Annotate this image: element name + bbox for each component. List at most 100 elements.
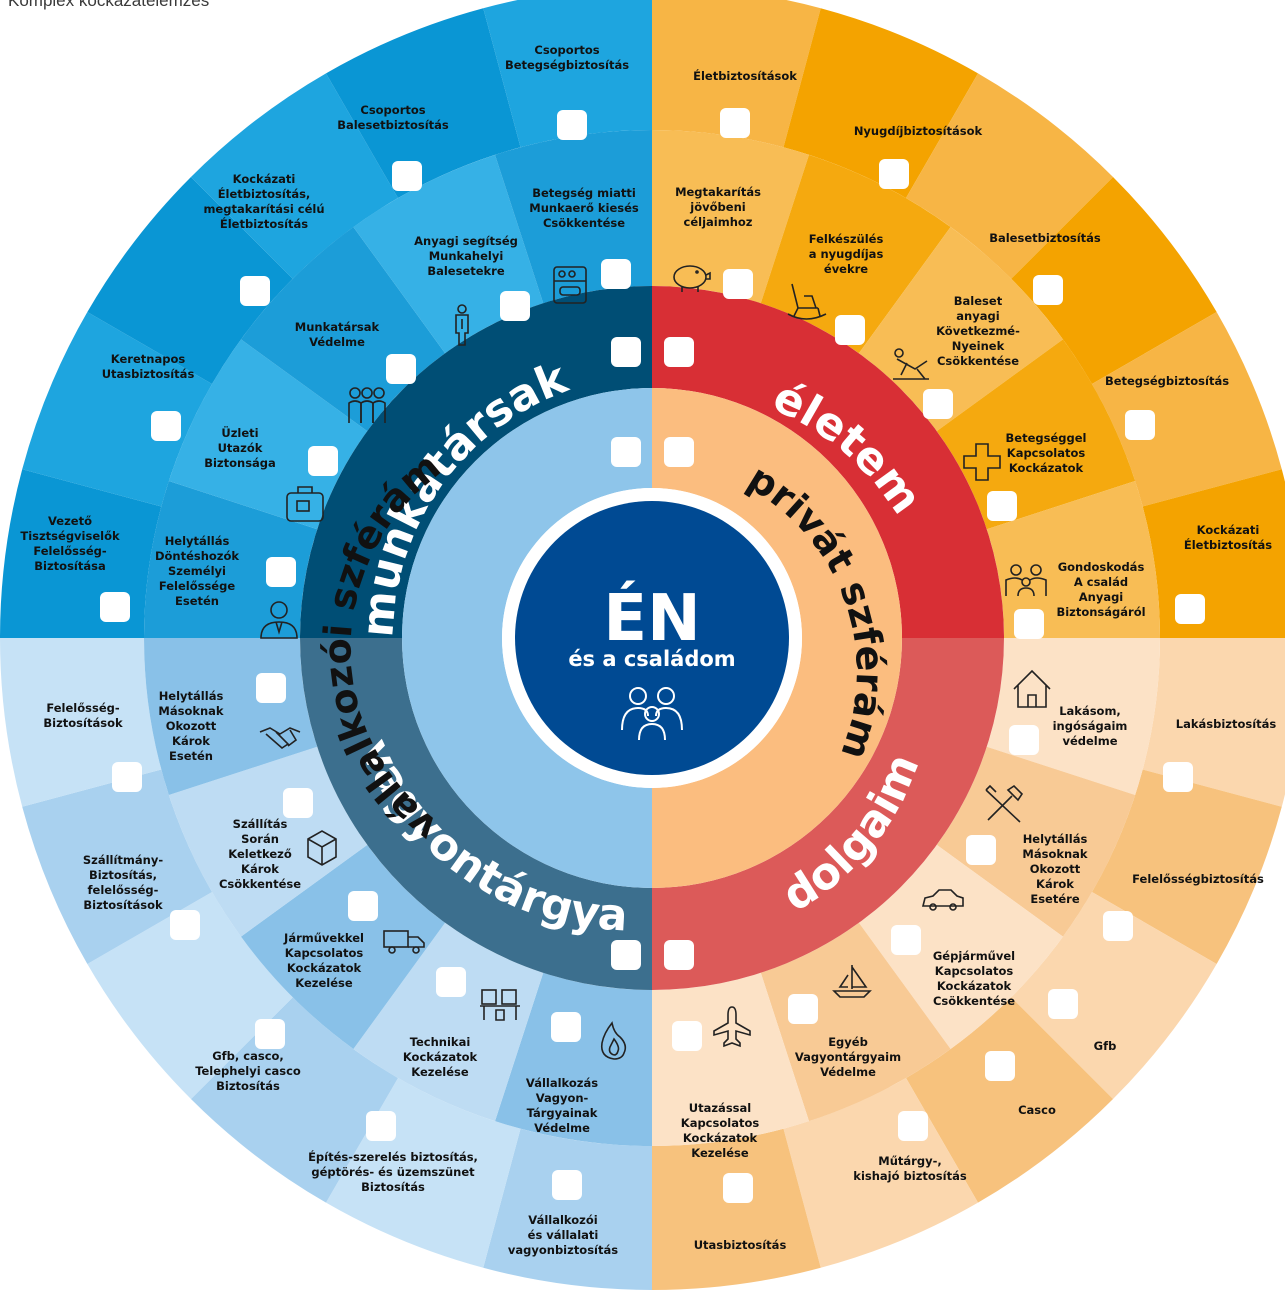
outer-label-lakasbiztositas: Lakásbiztosítás: [1176, 717, 1277, 731]
outer-sector: [1091, 769, 1282, 964]
checkbox-vallalkozoi-vagyonbiztositas[interactable]: [552, 1170, 582, 1200]
checkbox-megtakaritas[interactable]: [723, 269, 753, 299]
family-icon: [621, 687, 683, 741]
businessman-icon: [260, 601, 298, 639]
sphere-business: [402, 388, 652, 888]
sailboat-icon: [832, 965, 872, 998]
mid-sector: [986, 481, 1160, 638]
team-icon: [348, 387, 386, 423]
outer-label-betegsegbiztositas: Betegségbiztosítás: [1105, 374, 1229, 388]
checkbox-kockazati-eletbiztositas-munkatars[interactable]: [240, 276, 270, 306]
mid-sector: [760, 922, 951, 1122]
checkbox-szallitas-karok[interactable]: [283, 788, 313, 818]
checkbox-masoknak-okozott-karok-privat[interactable]: [966, 835, 996, 865]
checkbox-gfb[interactable]: [1048, 989, 1078, 1019]
checkbox-vezeto-tisztsegviselok[interactable]: [100, 592, 130, 622]
outer-sector: [652, 1128, 821, 1290]
outer-sector: [483, 1128, 652, 1290]
car-icon: [921, 889, 964, 911]
medical-cross-icon: [963, 443, 1001, 481]
checkbox-ring-things[interactable]: [664, 940, 694, 970]
checkbox-technikai-kockazatok[interactable]: [436, 967, 466, 997]
handshake-icon: [259, 727, 301, 750]
checkbox-egyeb-vagyontargyak[interactable]: [788, 994, 818, 1024]
center-subtitle: és a családom: [568, 647, 735, 671]
ring-quadrant-life: [652, 286, 1004, 638]
checkbox-vagyontargyak-vedelme[interactable]: [551, 1012, 581, 1042]
checkbox-nyugdijbiztositasok[interactable]: [879, 159, 909, 189]
checkbox-nyugdijas-evek[interactable]: [835, 315, 865, 345]
ring-quadrant-things: [652, 638, 1004, 990]
checkbox-ring-life[interactable]: [664, 337, 694, 367]
checkbox-utasbiztositas[interactable]: [723, 1173, 753, 1203]
tools-icon: [985, 784, 1024, 823]
mid-sector: [652, 972, 809, 1146]
mid-sector: [936, 746, 1136, 937]
outer-sector: [22, 769, 213, 964]
outer-label-felelossegbiztositasok: Felelősség-Biztosítások: [43, 701, 123, 730]
checkbox-betegseg-kockazatok[interactable]: [987, 491, 1017, 521]
checkbox-jarmuvek-kockazatok[interactable]: [348, 891, 378, 921]
checkbox-epites-szereles[interactable]: [366, 1111, 396, 1141]
checkbox-donteshozok-felelossege[interactable]: [266, 557, 296, 587]
checkbox-gondoskodas-csalad[interactable]: [1014, 609, 1044, 639]
mid-sector: [858, 844, 1063, 1049]
injured-person-icon: [455, 304, 469, 346]
checkbox-gepjarmu-kockazatok[interactable]: [891, 925, 921, 955]
outer-sector: [326, 8, 521, 199]
outer-sector: [87, 892, 293, 1100]
checkbox-ring-work[interactable]: [611, 337, 641, 367]
outer-label-balesetbiztositas: Balesetbiztosítás: [989, 231, 1101, 245]
checkbox-lakasbiztositas[interactable]: [1163, 762, 1193, 792]
checkbox-csoportos-baleset[interactable]: [392, 161, 422, 191]
checkbox-betegseg-miatti-kieses[interactable]: [601, 259, 631, 289]
checkbox-gfb-casco-telephelyi[interactable]: [255, 1019, 285, 1049]
fire-icon: [600, 1021, 627, 1060]
checkbox-sphere-private[interactable]: [664, 437, 694, 467]
checkbox-csoportos-betegseg[interactable]: [557, 110, 587, 140]
checkbox-eletbiztositasok[interactable]: [720, 108, 750, 138]
checkbox-masoknak-okozott-karok[interactable]: [256, 673, 286, 703]
checkbox-baleset-kovetkezmenyei[interactable]: [923, 389, 953, 419]
outer-sector: [1091, 312, 1282, 507]
checkbox-utazas-kockazatok[interactable]: [672, 1021, 702, 1051]
ring-quadrant-assets: [300, 638, 652, 990]
checkbox-mutargy-kishajo[interactable]: [898, 1111, 928, 1141]
outer-label-epites-szereles: Építés-szerelés biztosítás,géptörés- és …: [308, 1149, 478, 1194]
checkbox-felelossegbiztositasok[interactable]: [112, 762, 142, 792]
outer-sector: [783, 8, 978, 199]
checkbox-felelossegbiztositas[interactable]: [1103, 911, 1133, 941]
checkbox-kockazati-eletbiztositas[interactable]: [1175, 594, 1205, 624]
outer-label-gfb: Gfb: [1094, 1039, 1117, 1053]
checkbox-balesetbiztositas[interactable]: [1033, 275, 1063, 305]
page-caption: Komplex kockázatelemzés: [8, 0, 210, 10]
checkbox-uzleti-utazok[interactable]: [308, 446, 338, 476]
checkbox-casco[interactable]: [985, 1051, 1015, 1081]
checkbox-betegsegbiztositas[interactable]: [1125, 410, 1155, 440]
checkbox-munkatarsak-vedelme[interactable]: [386, 354, 416, 384]
piggy-bank-icon: [673, 265, 711, 292]
checkbox-anyagi-segitseg-baleset[interactable]: [500, 291, 530, 321]
machinery-icon: [480, 989, 520, 1021]
checkbox-sphere-business[interactable]: [611, 437, 641, 467]
checkbox-szallitmany-biztositas[interactable]: [170, 910, 200, 940]
outer-sector: [22, 312, 213, 507]
checkbox-keretnapos-utasbiztositas[interactable]: [151, 411, 181, 441]
checkbox-ring-assets[interactable]: [611, 940, 641, 970]
checkbox-lakas-vedelme[interactable]: [1009, 725, 1039, 755]
